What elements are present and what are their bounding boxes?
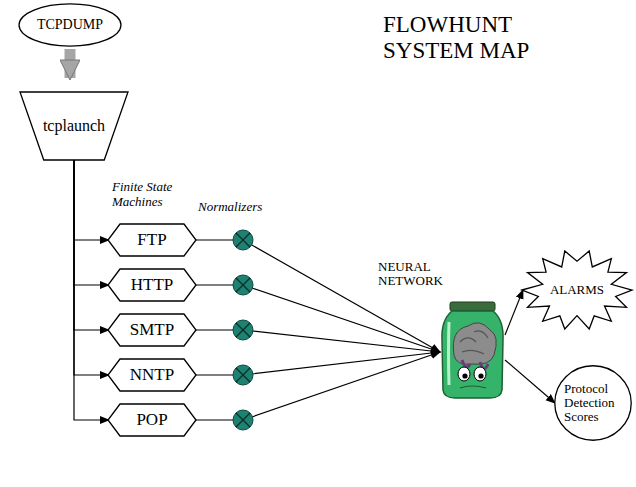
- connector: [74, 160, 109, 375]
- connector: [505, 360, 555, 403]
- source-ellipse: TCPDUMP: [18, 3, 122, 47]
- state-machine-box: HTTP: [108, 269, 196, 301]
- connector: [196, 240, 440, 352]
- connector: [196, 352, 440, 375]
- node-label: NNTP: [130, 366, 174, 385]
- node-heading: NEURAL NETWORK: [378, 260, 468, 289]
- normalizer-symbol: [233, 410, 253, 430]
- node-label: tcplaunch: [43, 117, 105, 135]
- neural-network-jar: NEURAL NETWORK: [440, 300, 505, 400]
- connector: [74, 160, 109, 240]
- node-label: TCPDUMP: [37, 17, 103, 32]
- node-label: POP: [136, 411, 167, 430]
- diagram-title: FLOWHUNT SYSTEM MAP: [383, 12, 558, 65]
- normalizer-symbol: [233, 365, 253, 385]
- column-label: Normalizers: [198, 200, 288, 215]
- node-label: SMTP: [130, 321, 174, 340]
- flow-arrow: [65, 49, 76, 78]
- node-label: FTP: [137, 231, 166, 250]
- node-label: ALARMS: [550, 283, 604, 297]
- connector: [196, 352, 440, 420]
- normalizer-symbol: [233, 230, 253, 250]
- connector: [505, 290, 523, 335]
- column-label: Finite State Machines: [112, 180, 186, 210]
- node-label: Protocol Detection Scores: [564, 382, 622, 425]
- alarm-starburst: ALARMS: [522, 250, 632, 330]
- connector: [74, 160, 109, 420]
- state-machine-box: POP: [108, 404, 196, 436]
- connector: [74, 160, 109, 285]
- connector: [196, 330, 440, 352]
- connector: [196, 285, 440, 352]
- score-circle: Protocol Detection Scores: [554, 365, 632, 441]
- node-label: HTTP: [131, 276, 174, 295]
- launcher-trapezoid: tcplaunch: [20, 92, 128, 160]
- state-machine-box: NNTP: [108, 359, 196, 391]
- jar-outline: [440, 300, 505, 400]
- state-machine-box: SMTP: [108, 314, 196, 346]
- connector: [74, 160, 109, 330]
- normalizer-symbol: [233, 320, 253, 340]
- state-machine-box: FTP: [108, 224, 196, 256]
- normalizer-symbol: [233, 275, 253, 295]
